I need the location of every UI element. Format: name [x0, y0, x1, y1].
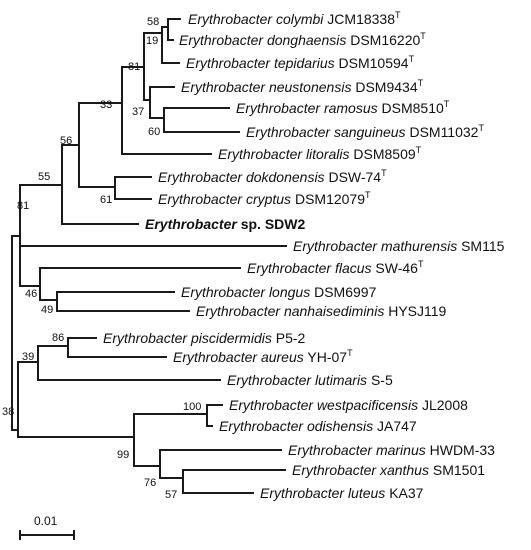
- taxon-label: Erythrobacter marinus HWDM-33: [288, 442, 495, 458]
- taxon-label: Erythrobacter flacus SW-46T: [247, 259, 424, 276]
- bootstrap-label: 19: [146, 35, 158, 47]
- taxon-label: Erythrobacter longus DSM6997: [181, 284, 377, 300]
- bootstrap-label: 57: [165, 489, 177, 501]
- bootstrap-label: 58: [147, 16, 159, 28]
- scale-bar: 0.01: [19, 514, 75, 540]
- taxon-label: Erythrobacter aureus YH-07T: [173, 348, 353, 365]
- taxon-label: Erythrobacter xanthus SM1501: [292, 462, 485, 478]
- scale-bar-label: 0.01: [34, 514, 58, 528]
- taxon-label: Erythrobacter ramosus DSM8510T: [236, 99, 450, 116]
- bootstrap-label: 55: [38, 171, 50, 183]
- taxon-label: Erythrobacter litoralis DSM8509T: [218, 145, 422, 162]
- bootstrap-label: 81: [128, 61, 140, 73]
- bootstrap-label: 99: [117, 449, 129, 461]
- taxon-labels: Erythrobacter colymbi JCM18338T Erythrob…: [103, 10, 505, 501]
- taxon-label: Erythrobacter lutimaris S-5: [227, 372, 393, 388]
- taxon-label: Erythrobacter mathurensis SM115: [293, 238, 505, 254]
- taxon-label: Erythrobacter westpacificensis JL2008: [229, 397, 468, 413]
- bootstrap-label: 61: [100, 194, 112, 206]
- bootstrap-label: 76: [144, 477, 156, 489]
- taxon-label: Erythrobacter odishensis JA747: [219, 418, 417, 434]
- taxon-label: Erythrobacter luteus KA37: [260, 485, 424, 501]
- bootstrap-label: 56: [60, 135, 72, 147]
- taxon-label: Erythrobacter cryptus DSM12079T: [158, 190, 371, 207]
- bootstrap-label: 100: [183, 401, 201, 413]
- bootstrap-label: 39: [22, 351, 34, 363]
- taxon-label: Erythrobacter colymbi JCM18338T: [188, 10, 401, 27]
- taxon-label: Erythrobacter donghaensis DSM16220T: [179, 31, 426, 48]
- bootstrap-label: 60: [148, 126, 160, 138]
- taxon-label: Erythrobacter tepidarius DSM10594T: [186, 54, 415, 71]
- scale-bar-line: [19, 530, 75, 540]
- bootstrap-values: 58 19 81 37 60 33 56 61 55 81 46 49 86 3…: [2, 16, 201, 501]
- taxon-label: Erythrobacter sanguineus DSM11032T: [246, 123, 484, 140]
- bootstrap-label: 81: [17, 200, 29, 212]
- bootstrap-label: 33: [100, 99, 112, 111]
- taxon-label: Erythrobacter nanhaisediminis HYSJ119: [196, 303, 447, 319]
- bootstrap-label: 38: [2, 406, 14, 418]
- taxon-label: Erythrobacter neustonensis DSM9434T: [181, 78, 424, 95]
- taxon-label-highlighted: Erythrobacter sp. SDW2: [145, 216, 305, 232]
- bootstrap-label: 46: [25, 288, 37, 300]
- tree-branches: [11, 18, 287, 494]
- taxon-label: Erythrobacter dokdonensis DSW-74T: [158, 168, 387, 185]
- bootstrap-label: 49: [41, 304, 53, 316]
- bootstrap-label: 86: [52, 332, 64, 344]
- taxon-label: Erythrobacter piscidermidis P5-2: [103, 330, 306, 346]
- bootstrap-label: 37: [132, 106, 144, 118]
